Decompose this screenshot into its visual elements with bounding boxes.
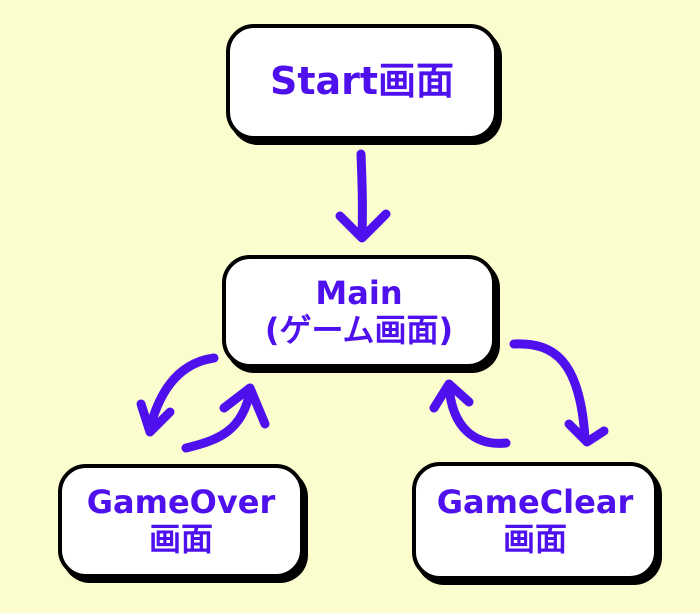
arrow-main-to-gameclear [509, 339, 609, 447]
gameclear-node-title: GameClear [436, 483, 634, 522]
arrow-start-to-main [335, 149, 391, 243]
arrow-gameover-to-main [181, 383, 270, 453]
gameclear-node-subtitle: 画面 [502, 520, 567, 558]
gameover-node-subtitle: 画面 [148, 520, 213, 558]
main-game-screen-node: Main (ゲーム画面) [222, 255, 496, 368]
arrow-gameclear-to-main [429, 379, 511, 448]
start-screen-node: Start画面 [226, 24, 498, 140]
main-node-subtitle: (ゲーム画面) [264, 310, 454, 349]
gameover-screen-node: GameOver 画面 [58, 464, 304, 578]
main-node-title: Main [315, 273, 403, 312]
gameover-node-title: GameOver [86, 483, 276, 522]
gameclear-screen-node: GameClear 画面 [412, 462, 658, 580]
start-screen-label: Start画面 [269, 59, 455, 104]
arrow-main-to-gameover [136, 353, 219, 437]
